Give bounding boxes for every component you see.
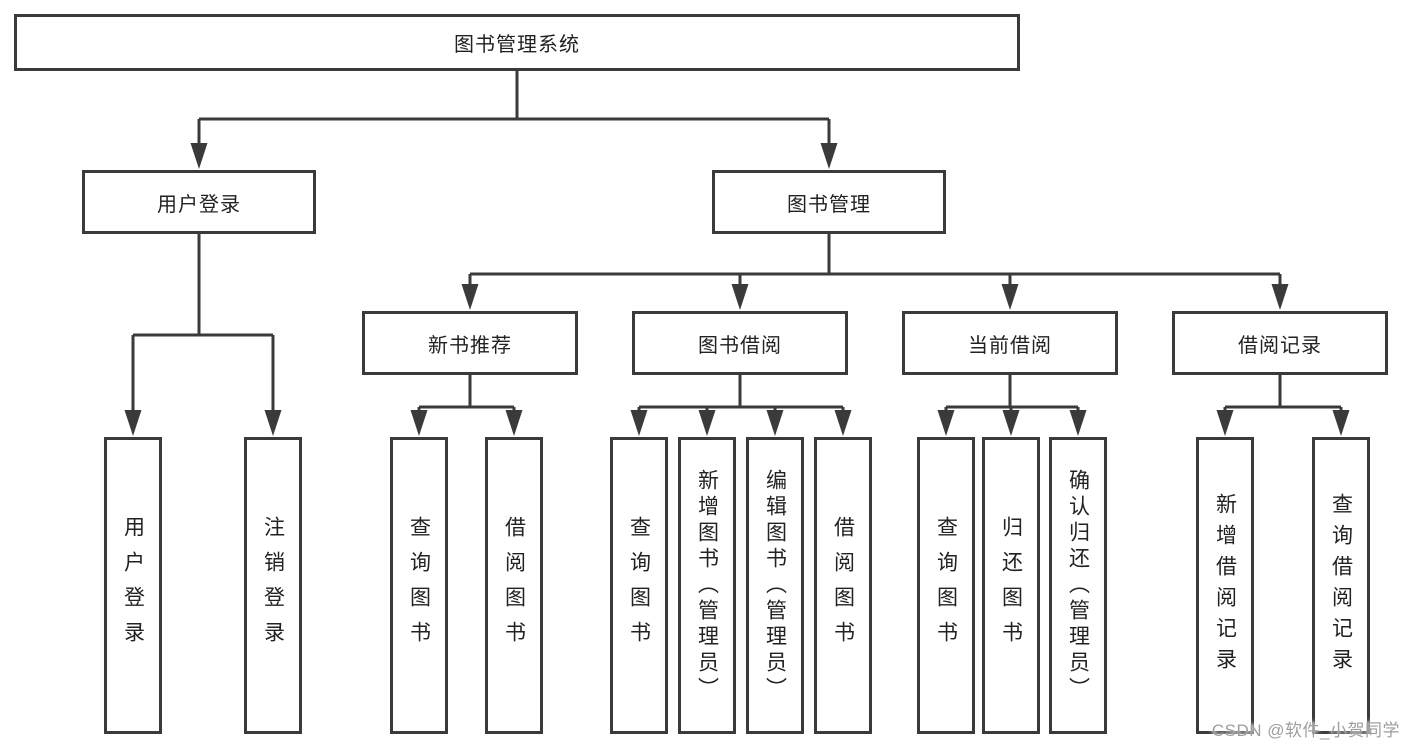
arrowhead-icon bbox=[1216, 410, 1234, 436]
node-label: 图书管理 bbox=[787, 193, 871, 216]
node-borrowing-records: 借阅记录 bbox=[1172, 311, 1388, 375]
arrowhead-icon bbox=[1271, 284, 1289, 310]
leaf-borrow-books-recommend: 借阅图书 bbox=[485, 437, 543, 734]
leaf-logout: 注销登录 bbox=[244, 437, 302, 734]
leaf-add-books-admin: 新增图书（管理员） bbox=[678, 437, 736, 734]
leaf-query-books-recommend: 查询图书 bbox=[390, 437, 448, 734]
arrowhead-icon bbox=[820, 143, 838, 169]
node-new-book-recommendation: 新书推荐 bbox=[362, 311, 578, 375]
connector-borrowrecords-to-leaves bbox=[1223, 375, 1343, 412]
node-label: 借阅记录 bbox=[1238, 334, 1322, 357]
node-label: 查询借阅记录 bbox=[1329, 492, 1353, 679]
arrowhead-icon bbox=[698, 410, 716, 436]
connector-paths bbox=[131, 70, 1343, 412]
arrowhead-icon bbox=[1001, 284, 1019, 310]
node-book-management: 图书管理 bbox=[712, 170, 946, 234]
arrowhead-icon bbox=[461, 284, 479, 310]
node-label: 用户登录 bbox=[157, 193, 241, 216]
arrowhead-icon bbox=[124, 410, 142, 436]
leaf-query-borrow-record: 查询借阅记录 bbox=[1312, 437, 1370, 734]
arrowhead-icon bbox=[264, 410, 282, 436]
connector-bookborrow-to-leaves bbox=[637, 375, 845, 412]
leaf-query-books-borrow: 查询图书 bbox=[610, 437, 668, 734]
node-label: 图书借阅 bbox=[698, 334, 782, 357]
node-label: 借阅图书 bbox=[502, 515, 526, 656]
node-label: 查询图书 bbox=[627, 515, 651, 656]
node-book-borrowing: 图书借阅 bbox=[632, 311, 848, 375]
connector-root-to-level2 bbox=[197, 70, 831, 145]
arrowheads bbox=[124, 143, 1350, 436]
leaf-edit-books-admin: 编辑图书（管理员） bbox=[746, 437, 804, 734]
arrowhead-icon bbox=[630, 410, 648, 436]
arrowhead-icon bbox=[937, 410, 955, 436]
leaf-add-borrow-record: 新增借阅记录 bbox=[1196, 437, 1254, 734]
node-user-login: 用户登录 bbox=[82, 170, 316, 234]
arrowhead-icon bbox=[505, 410, 523, 436]
node-label: 新增借阅记录 bbox=[1213, 492, 1237, 679]
arrowhead-icon bbox=[190, 143, 208, 169]
node-label: 编辑图书（管理员） bbox=[763, 468, 787, 703]
node-label: 当前借阅 bbox=[968, 334, 1052, 357]
arrowhead-icon bbox=[1002, 410, 1020, 436]
node-label: 新书推荐 bbox=[428, 334, 512, 357]
connector-userlogin-to-leaves bbox=[131, 233, 275, 412]
connector-newbook-to-leaves bbox=[417, 375, 516, 412]
node-label: 确认归还（管理员） bbox=[1066, 468, 1090, 703]
connector-currentborrow-to-leaves bbox=[944, 375, 1080, 412]
arrowhead-icon bbox=[1332, 410, 1350, 436]
node-book-management-system: 图书管理系统 bbox=[14, 14, 1020, 71]
arrowhead-icon bbox=[1069, 410, 1087, 436]
node-label: 归还图书 bbox=[999, 515, 1023, 656]
csdn-watermark: CSDN @软件_小贺同学 bbox=[1211, 721, 1400, 740]
node-label: 新增图书（管理员） bbox=[695, 468, 719, 703]
arrowhead-icon bbox=[834, 410, 852, 436]
leaf-query-books-current: 查询图书 bbox=[917, 437, 975, 734]
node-current-borrowing: 当前借阅 bbox=[902, 311, 1118, 375]
leaf-confirm-return-admin: 确认归还（管理员） bbox=[1049, 437, 1107, 734]
node-label: 注销登录 bbox=[261, 515, 285, 656]
leaf-user-login: 用户登录 bbox=[104, 437, 162, 734]
connector-bookmgmt-to-groups bbox=[468, 233, 1282, 286]
node-label: 查询图书 bbox=[934, 515, 958, 656]
node-label: 图书管理系统 bbox=[454, 34, 580, 56]
leaf-return-books: 归还图书 bbox=[982, 437, 1040, 734]
node-label: 借阅图书 bbox=[831, 515, 855, 656]
node-label: 用户登录 bbox=[121, 515, 145, 656]
arrowhead-icon bbox=[766, 410, 784, 436]
leaf-borrow-books: 借阅图书 bbox=[814, 437, 872, 734]
arrowhead-icon bbox=[731, 284, 749, 310]
arrowhead-icon bbox=[410, 410, 428, 436]
node-label: 查询图书 bbox=[407, 515, 431, 656]
